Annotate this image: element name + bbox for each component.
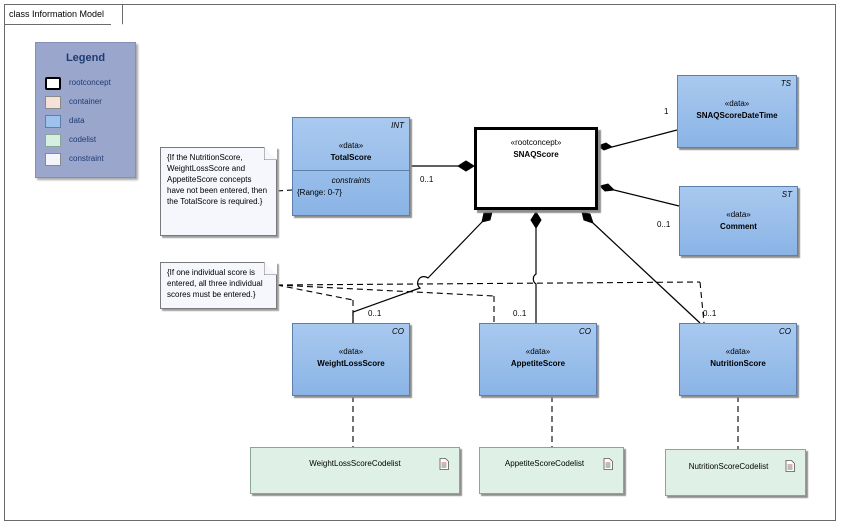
nutrition-type-tag: CO [779, 327, 791, 336]
class-totalscore[interactable]: INT «data» TotalScore constraints {Range… [292, 117, 410, 216]
legend-swatch-constraint [45, 153, 61, 166]
multiplicity-datetime: 1 [664, 107, 669, 116]
weightloss-stereotype: «data» [338, 347, 364, 356]
appetite-codelist-name: AppetiteScoreCodelist [504, 459, 585, 468]
legend-title: Legend [65, 52, 106, 64]
document-icon [439, 458, 449, 470]
legend-label-codelist: codelist [69, 135, 97, 144]
nutrition-stereotype: «data» [725, 347, 751, 356]
class-weightlossscore[interactable]: CO «data» WeightLossScore [292, 323, 410, 396]
totalscore-type-tag: INT [391, 121, 404, 130]
totalscore-name: TotalScore [330, 153, 372, 162]
note-total-required-text: {If the NutritionScore, WeightLossScore … [167, 153, 268, 206]
diamond-weightloss [481, 211, 493, 223]
snaqscore-name: SNAQScore [513, 150, 559, 159]
note-all-three-text: {If one individual score is entered, all… [167, 268, 263, 299]
diagram-frame [4, 4, 836, 521]
note-link-nutrition-2 [699, 281, 705, 324]
connector-appetite [532, 228, 537, 323]
class-snaqscore[interactable]: «rootconcept» SNAQScore [474, 127, 598, 210]
legend-swatch-codelist [45, 134, 61, 147]
note-total-required: {If the NutritionScore, WeightLossScore … [160, 147, 277, 236]
comment-stereotype: «data» [726, 210, 751, 219]
diamond-total [457, 160, 475, 172]
weightloss-codelist-name: WeightLossScoreCodelist [309, 459, 401, 468]
note-fold-icon [264, 147, 277, 160]
note-all-three: {If one individual score is entered, all… [160, 262, 277, 309]
legend-swatch-rootconcept [45, 77, 61, 90]
connector-nutrition [592, 222, 701, 324]
datetime-type-tag: TS [780, 79, 791, 88]
connector-datetime [611, 129, 678, 148]
legend-label-data: data [69, 116, 85, 125]
diamond-nutrition [581, 211, 594, 224]
legend-swatch-data [45, 115, 61, 128]
legend-label-rootconcept: rootconcept [69, 78, 111, 87]
nutrition-codelist-name: NutritionScoreCodelist [688, 462, 769, 471]
diamond-comment [599, 183, 616, 192]
appetite-type-tag: CO [579, 327, 591, 336]
class-comment[interactable]: ST «data» Comment [679, 186, 798, 256]
appetite-name: AppetiteScore [510, 359, 566, 368]
totalscore-divider [293, 170, 409, 171]
totalscore-stereotype: «data» [338, 141, 364, 150]
multiplicity-comment: 0..1 [657, 220, 671, 229]
diagram-title: class Information Model [4, 4, 124, 25]
class-appetitescore[interactable]: CO «data» AppetiteScore [479, 323, 597, 396]
note-link-appetite [276, 284, 495, 297]
weightloss-name: WeightLossScore [317, 359, 385, 368]
weightloss-type-tag: CO [392, 327, 404, 336]
multiplicity-nutrition: 0..1 [703, 309, 717, 318]
appetite-stereotype: «data» [525, 347, 551, 356]
codelist-appetitescore[interactable]: AppetiteScoreCodelist [479, 447, 624, 494]
multiplicity-total: 0..1 [420, 175, 434, 184]
connector-weightloss [352, 221, 483, 323]
legend-label-container: container [69, 97, 102, 106]
codelist-weightlossscore[interactable]: WeightLossScoreCodelist [250, 447, 460, 494]
comment-name: Comment [720, 222, 757, 231]
note-fold-icon [264, 262, 277, 275]
note-link-nutrition [276, 281, 701, 286]
note-link-total [276, 189, 293, 192]
multiplicity-appetite: 0..1 [513, 309, 527, 318]
codelist-nutritionscore[interactable]: NutritionScoreCodelist [665, 449, 806, 496]
totalscore-constraints-label: constraints [331, 176, 371, 185]
datetime-stereotype: «data» [724, 99, 750, 108]
diamond-datetime [596, 142, 614, 151]
connector-comment [613, 189, 680, 207]
document-icon [603, 458, 613, 470]
totalscore-constraint: {Range: 0-7} [297, 188, 342, 197]
class-nutritionscore[interactable]: CO «data» NutritionScore [679, 323, 797, 396]
note-link-weightloss [276, 284, 354, 301]
legend-label-constraint: constraint [69, 154, 104, 163]
diamond-appetite [530, 211, 542, 229]
legend-swatch-container [45, 96, 61, 109]
legend: Legend rootconcept container data codeli… [35, 42, 136, 178]
document-icon [785, 460, 795, 472]
datetime-name: SNAQScoreDateTime [696, 111, 778, 120]
multiplicity-weightloss: 0..1 [368, 309, 382, 318]
class-snaqscoredatetime[interactable]: TS «data» SNAQScoreDateTime [677, 75, 797, 148]
snaqscore-stereotype: «rootconcept» [510, 138, 562, 147]
comment-type-tag: ST [781, 190, 792, 199]
nutrition-name: NutritionScore [710, 359, 766, 368]
